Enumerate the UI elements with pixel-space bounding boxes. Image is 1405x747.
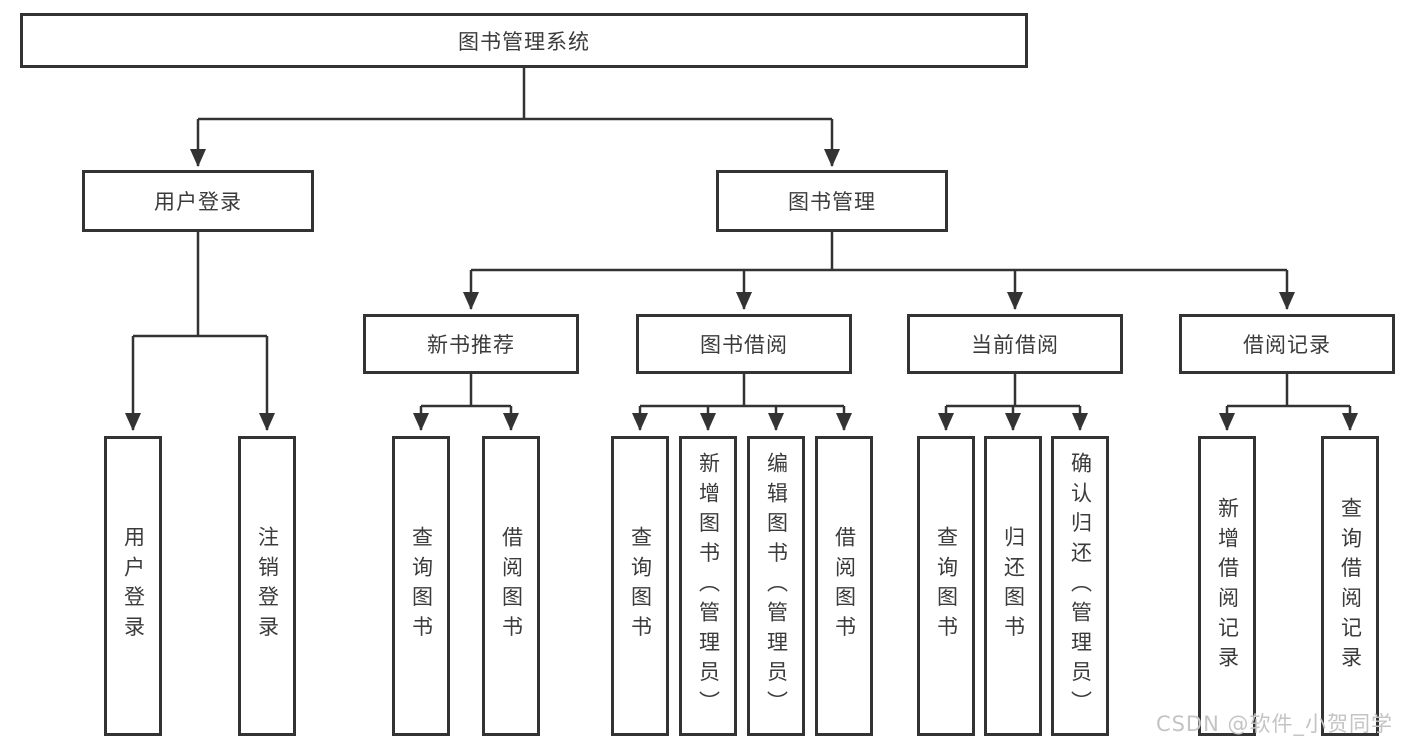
- node-label: 借阅图书: [499, 526, 524, 646]
- connector-book-borrowing: [632, 374, 852, 431]
- node-label: 图书借阅: [700, 333, 788, 357]
- leaf-bb-query-books: 查询图书: [611, 436, 669, 736]
- node-label: 当前借阅: [971, 333, 1059, 357]
- connector-new-book-recommend: [413, 374, 519, 431]
- node-label: 借阅图书: [832, 526, 857, 646]
- node-label: 新增图书（管理员）: [696, 451, 721, 721]
- connector-current-borrowing: [938, 374, 1088, 431]
- leaf-logout-login: 注销登录: [238, 436, 296, 736]
- leaf-bb-edit-books-admin: 编辑图书（管理员）: [747, 436, 805, 736]
- node-library-management-system: 图书管理系统: [20, 13, 1028, 68]
- node-current-borrowing: 当前借阅: [907, 314, 1123, 374]
- leaf-nbr-borrow-books: 借阅图书: [482, 436, 540, 736]
- watermark: CSDN @软件_小贺同学: [1155, 712, 1393, 736]
- node-label: 编辑图书（管理员）: [764, 451, 789, 721]
- leaf-br-add-borrow-record: 新增借阅记录: [1198, 436, 1256, 736]
- leaf-cb-return-books: 归还图书: [984, 436, 1042, 736]
- connector-root: [190, 68, 840, 167]
- node-label: 借阅记录: [1243, 333, 1331, 357]
- leaf-nbr-query-books: 查询图书: [392, 436, 450, 736]
- node-label: 新增借阅记录: [1215, 496, 1240, 676]
- leaf-bb-borrow-books: 借阅图书: [815, 436, 873, 736]
- node-label: 归还图书: [1001, 526, 1026, 646]
- leaf-user-login: 用户登录: [104, 436, 162, 736]
- node-borrowing-records: 借阅记录: [1179, 314, 1395, 374]
- node-label: 确认归还（管理员）: [1068, 451, 1093, 721]
- node-user-login: 用户登录: [82, 170, 314, 232]
- node-label: 用户登录: [121, 526, 146, 646]
- leaf-cb-confirm-return-admin: 确认归还（管理员）: [1051, 436, 1109, 736]
- connector-user-login: [125, 232, 275, 431]
- node-label: 图书管理系统: [458, 29, 590, 54]
- connector-book-management: [463, 232, 1295, 310]
- connector-borrowing-records: [1219, 374, 1358, 431]
- node-label: 新书推荐: [427, 333, 515, 357]
- node-label: 查询借阅记录: [1338, 496, 1363, 676]
- node-new-book-recommend: 新书推荐: [363, 314, 579, 374]
- node-label: 查询图书: [628, 526, 653, 646]
- node-label: 图书管理: [788, 190, 876, 214]
- node-book-management: 图书管理: [716, 170, 948, 232]
- leaf-cb-query-books: 查询图书: [917, 436, 975, 736]
- leaf-bb-add-books-admin: 新增图书（管理员）: [679, 436, 737, 736]
- node-label: 用户登录: [154, 190, 242, 214]
- node-label: 查询图书: [934, 526, 959, 646]
- node-book-borrowing: 图书借阅: [636, 314, 852, 374]
- node-label: 注销登录: [255, 526, 280, 646]
- leaf-br-query-borrow-record: 查询借阅记录: [1321, 436, 1379, 736]
- node-label: 查询图书: [409, 526, 434, 646]
